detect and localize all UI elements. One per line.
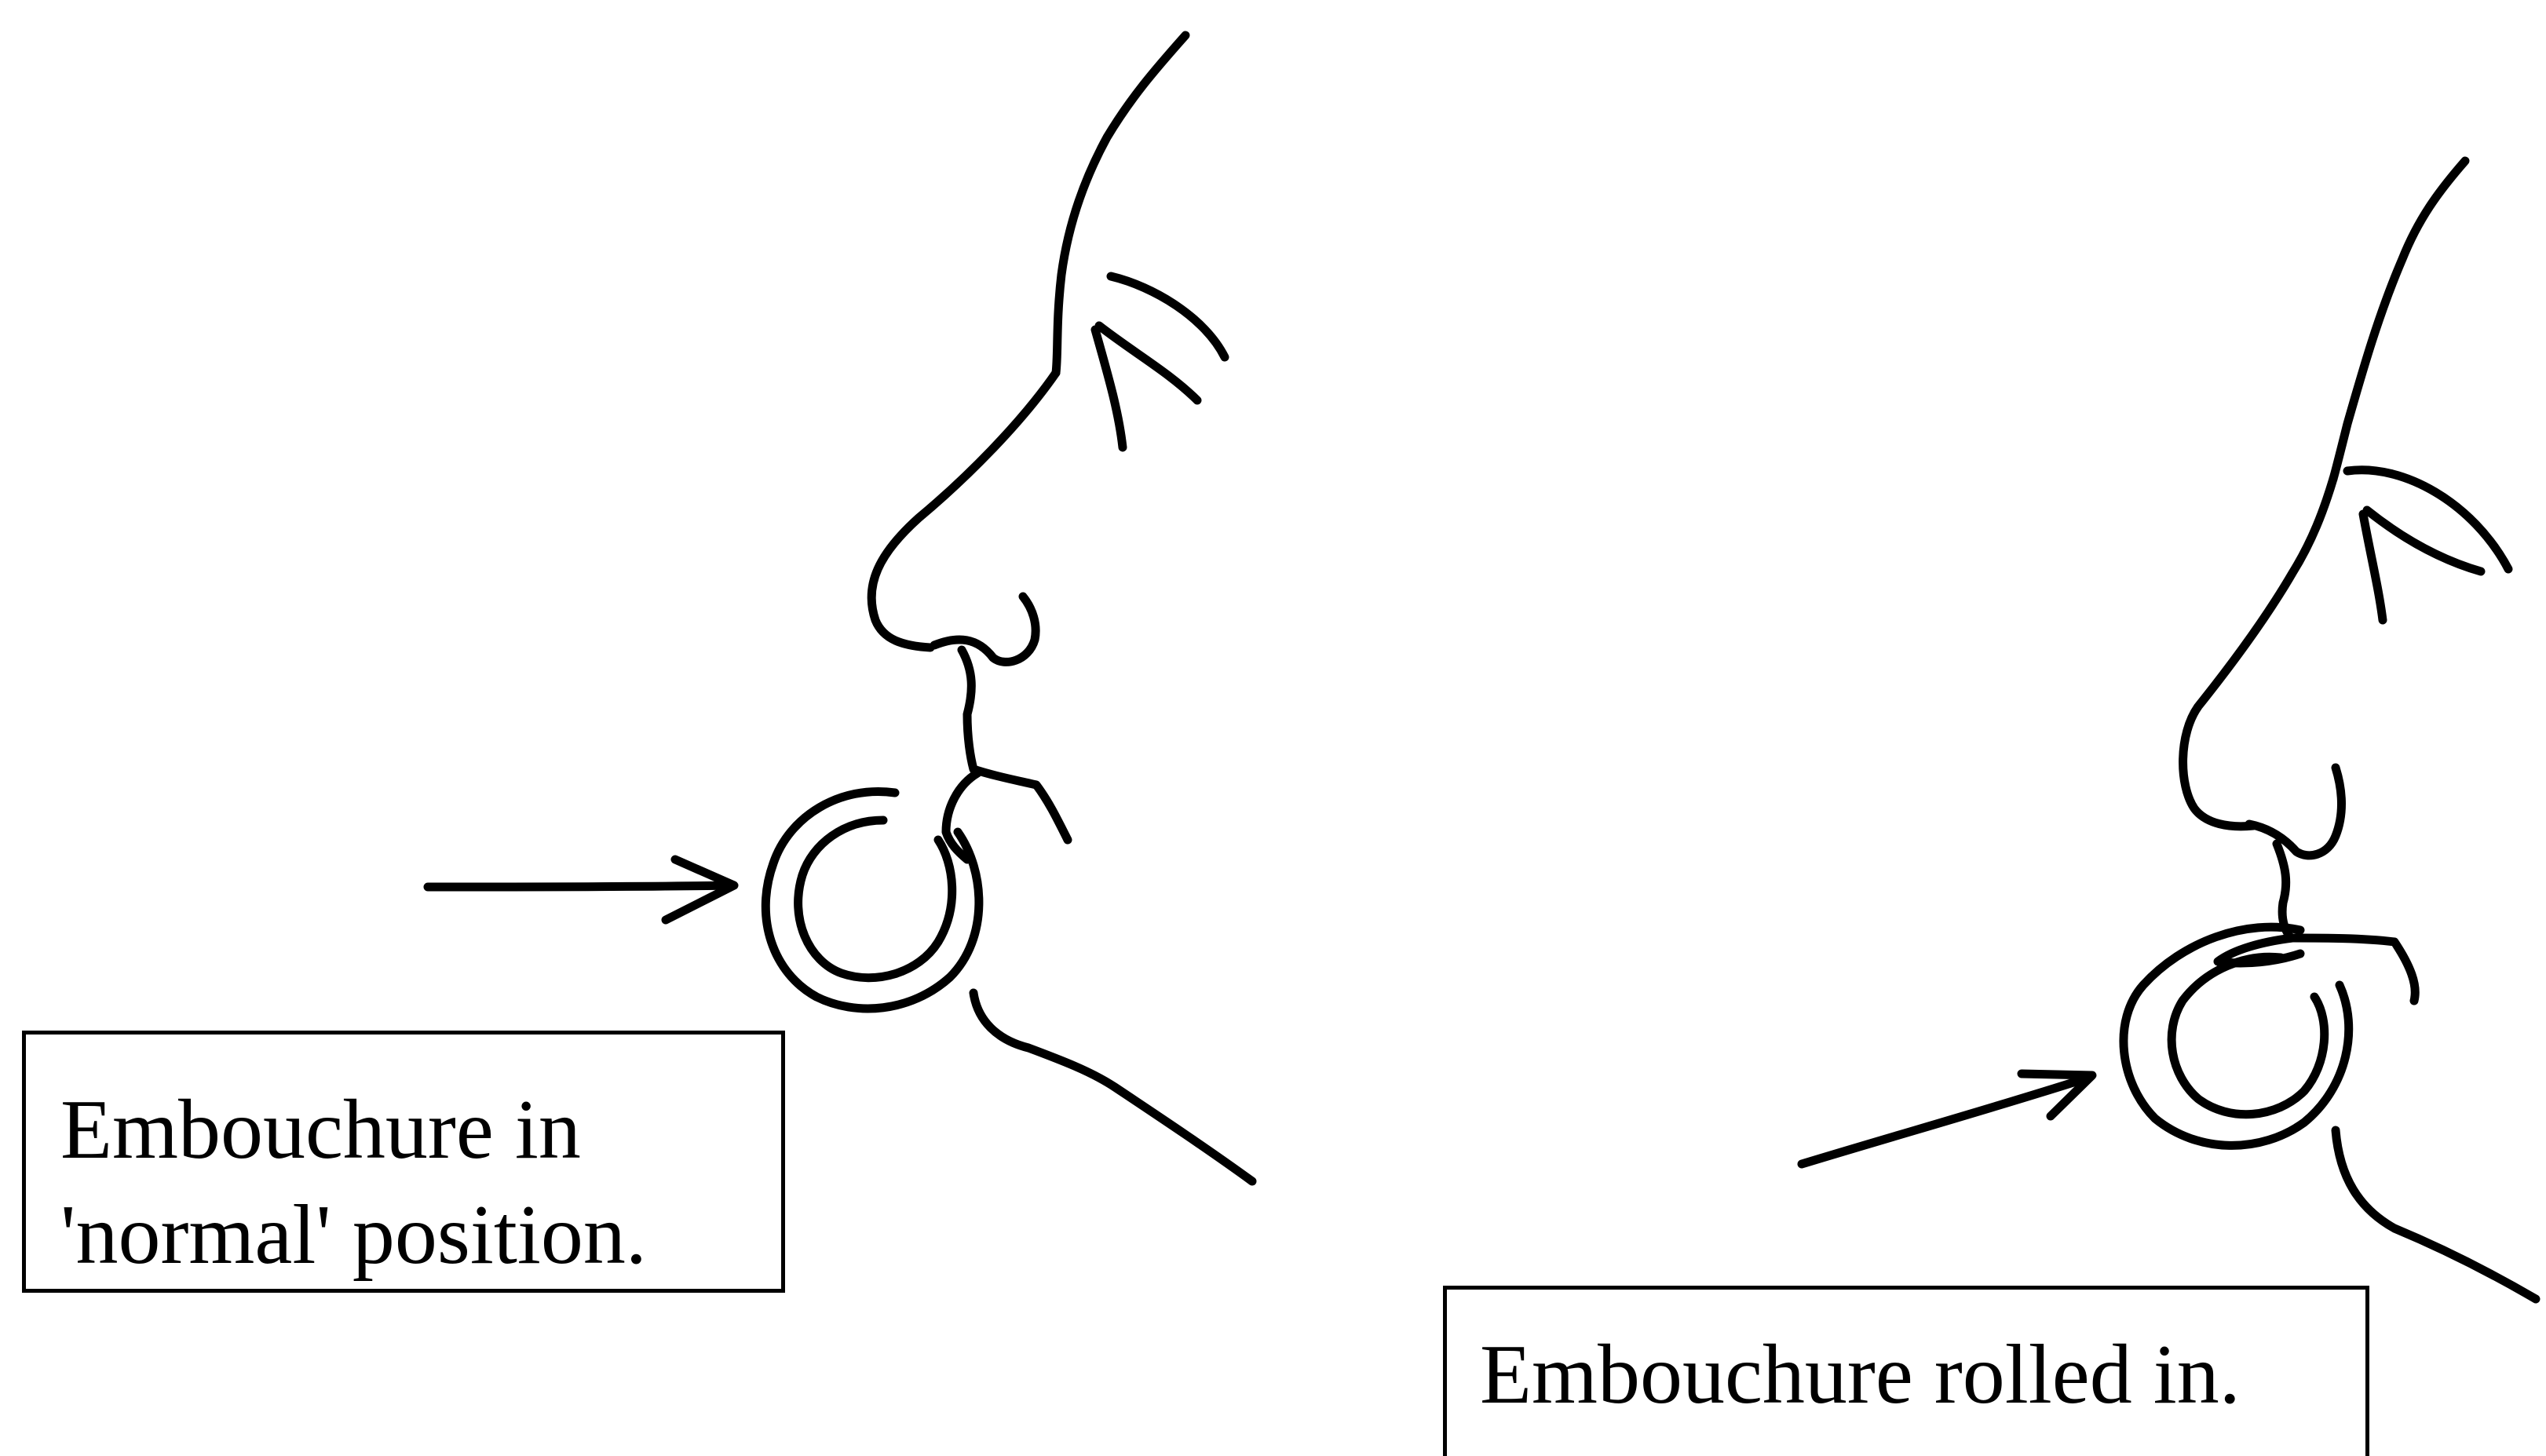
left-upper-lip-line xyxy=(962,650,1068,840)
right-nose-line xyxy=(2183,479,2333,827)
label-normal-position: Embouchure in 'normal' position. xyxy=(22,1031,785,1293)
left-chin-line xyxy=(973,993,1252,1181)
right-mouthpiece-ring-icon xyxy=(2124,927,2349,1145)
right-chin-line xyxy=(2336,1130,2536,1299)
right-nostril-line xyxy=(2249,768,2342,856)
label-rolled-in: Embouchure rolled in. xyxy=(1443,1286,2369,1456)
right-upper-lip-line xyxy=(2277,844,2415,1001)
label-normal-line2: 'normal' position. xyxy=(60,1183,781,1288)
right-arrow-icon xyxy=(1802,1074,2092,1164)
right-face-profile xyxy=(2183,161,2536,1299)
left-forehead-line xyxy=(1056,35,1185,373)
label-normal-line1: Embouchure in xyxy=(60,1078,781,1183)
left-nostril-line xyxy=(934,597,1036,662)
right-eye-icon xyxy=(2347,470,2508,620)
left-face-profile xyxy=(871,35,1252,1181)
left-eye-icon xyxy=(1095,276,1225,447)
label-rolled-line1: Embouchure rolled in. xyxy=(1480,1323,2365,1428)
right-forehead-line xyxy=(2333,161,2465,479)
left-arrow-icon xyxy=(428,859,734,920)
